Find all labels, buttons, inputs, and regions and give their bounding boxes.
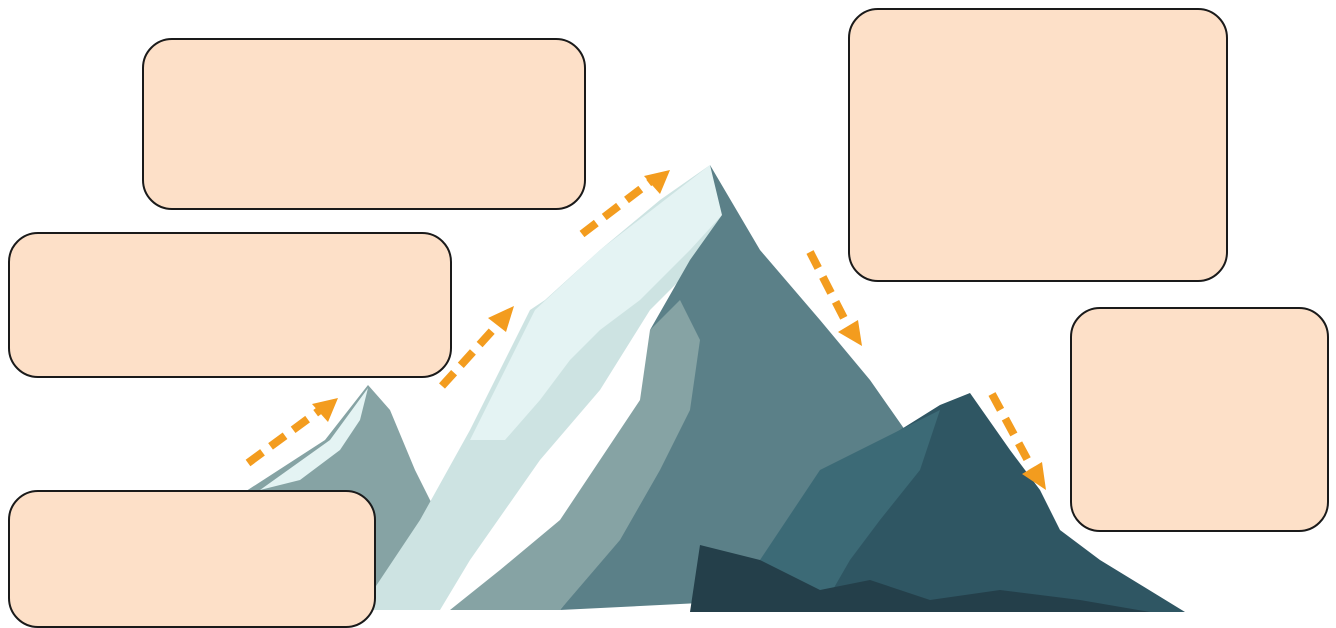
text-box-step-4 [848,8,1228,282]
text-box-step-2 [8,232,452,378]
text-box-step-3 [142,38,586,210]
text-box-step-1 [8,490,376,628]
text-box-step-5 [1070,307,1329,532]
